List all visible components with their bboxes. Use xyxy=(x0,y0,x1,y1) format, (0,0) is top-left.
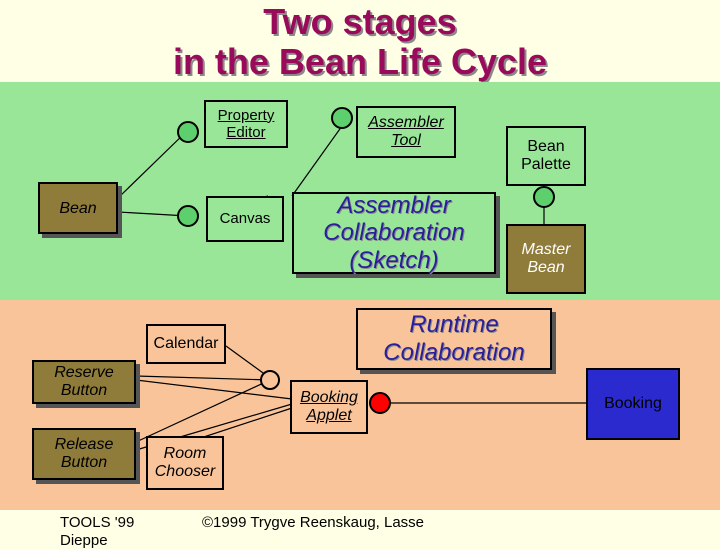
property-editor-box: Property Editor xyxy=(204,100,288,148)
assembler-tool-port xyxy=(331,107,353,129)
reserve-to-calendar-line xyxy=(135,375,271,381)
room-chooser-box: Room Chooser xyxy=(146,436,224,490)
reserve-button-box: Reserve Button xyxy=(32,360,136,404)
calendar-port xyxy=(260,370,280,390)
booking-applet-box: Booking Applet xyxy=(290,380,368,434)
master-bean-box: Master Bean xyxy=(506,224,586,294)
bean-palette-box: Bean Palette xyxy=(506,126,586,186)
assembler-collaboration-box: Assembler Collaboration (Sketch) xyxy=(292,192,496,274)
canvas-box: Canvas xyxy=(206,196,284,242)
title-line-2: in the Bean Life Cycle xyxy=(172,41,548,82)
footer-left-cut: Dieppe xyxy=(60,532,108,549)
footer-copyright: ©1999 Trygve Reenskaug, Lasse xyxy=(202,514,425,531)
release-to-calendar-line xyxy=(135,379,271,443)
bean-to-property-editor-line xyxy=(117,129,189,199)
property-editor-port xyxy=(177,121,199,143)
canvas-port xyxy=(177,205,199,227)
bean-to-canvas-line xyxy=(117,211,189,217)
title-line-1: Two stages xyxy=(263,1,457,42)
bean-palette-port xyxy=(533,186,555,208)
assembler-tool-box: Assembler Tool xyxy=(356,106,456,158)
reserve-to-applet-line xyxy=(135,379,293,400)
footer-left: TOOLS '99 xyxy=(60,514,135,531)
assembler-link-line xyxy=(291,125,343,197)
bean-box: Bean xyxy=(38,182,118,234)
calendar-box: Calendar xyxy=(146,324,226,364)
runtime-collaboration-box: Runtime Collaboration xyxy=(356,308,552,370)
release-button-box: Release Button xyxy=(32,428,136,480)
booking-box: Booking xyxy=(586,368,680,440)
calendar-to-port-line xyxy=(225,345,271,379)
booking-applet-port xyxy=(369,392,391,414)
